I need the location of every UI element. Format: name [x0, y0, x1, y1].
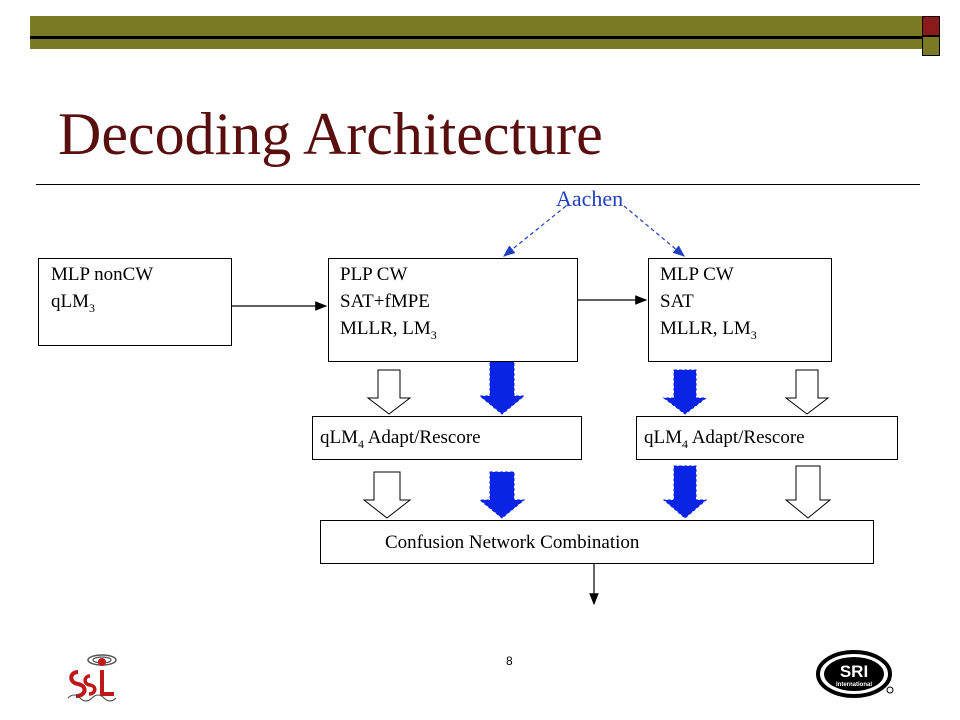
subscript: 4	[682, 437, 688, 451]
blue-arrow-rescore1-down	[478, 471, 526, 519]
title-rule	[36, 184, 920, 185]
aachen-arrow-to-plp	[503, 205, 567, 257]
text-base: MLLR, LM	[660, 318, 751, 339]
sri-logo-subtext: International	[836, 682, 872, 688]
header-square-maroon	[922, 16, 940, 36]
subscript: 4	[358, 437, 364, 451]
box-mlp-noncw: MLP nonCW qLM3	[38, 258, 232, 346]
hollow-arrow-mlp-down	[784, 369, 830, 415]
sri-international-logo: SRI International	[816, 650, 894, 698]
header-square-olive	[922, 36, 940, 56]
box-line: MLLR, LM3	[660, 315, 820, 349]
text-rest: Adapt/Rescore	[364, 427, 481, 448]
aachen-label: Aachen	[556, 186, 624, 211]
hollow-arrow-rescore2-down	[784, 465, 832, 519]
box-rescore-right: qLM4 Adapt/Rescore	[636, 416, 898, 460]
box-line: qLM4 Adapt/Rescore	[320, 424, 574, 458]
box-line: SAT+fMPE	[340, 291, 430, 312]
subscript: 3	[89, 301, 95, 315]
header-bar-lower	[30, 39, 922, 49]
box-line: MLP nonCW	[51, 264, 154, 285]
hollow-arrow-rescore1-down	[362, 471, 412, 519]
box-mlp-cw: MLP CW SAT MLLR, LM3	[648, 258, 832, 362]
header-bar	[30, 16, 922, 36]
subscript: 3	[750, 328, 757, 342]
box-line: Confusion Network Combination	[385, 532, 640, 553]
subscript: 3	[430, 328, 437, 342]
slide-title: Decoding Architecture	[58, 101, 603, 167]
box-rescore-left: qLM4 Adapt/Rescore	[312, 416, 582, 460]
text-base: qLM	[644, 427, 682, 448]
sri-logo-text: SRI	[840, 662, 868, 681]
box-line: PLP CW	[340, 264, 408, 285]
blue-arrow-rescore2-down	[662, 465, 708, 519]
blue-arrow-mlp-down	[662, 369, 708, 415]
box-confusion-network-combination: Confusion Network Combination	[320, 520, 874, 564]
text-base: qLM	[51, 291, 89, 312]
box-line: qLM3	[51, 288, 219, 322]
blue-arrow-plp-down	[478, 361, 526, 415]
box-plp-cw: PLP CW SAT+fMPE MLLR, LM3	[328, 258, 578, 362]
text-rest: Adapt/Rescore	[688, 427, 805, 448]
page-number: 8	[506, 654, 513, 668]
box-line: MLP CW	[660, 264, 734, 285]
box-line: qLM4 Adapt/Rescore	[644, 424, 890, 458]
box-line: MLLR, LM3	[340, 315, 566, 349]
box-line: SAT	[660, 291, 694, 312]
hollow-arrow-plp-down	[366, 369, 412, 415]
ssl-logo	[67, 654, 117, 702]
aachen-arrow-to-mlp	[623, 205, 685, 257]
text-base: MLLR, LM	[340, 318, 431, 339]
header-stripe	[30, 36, 922, 39]
text-base: qLM	[320, 427, 358, 448]
